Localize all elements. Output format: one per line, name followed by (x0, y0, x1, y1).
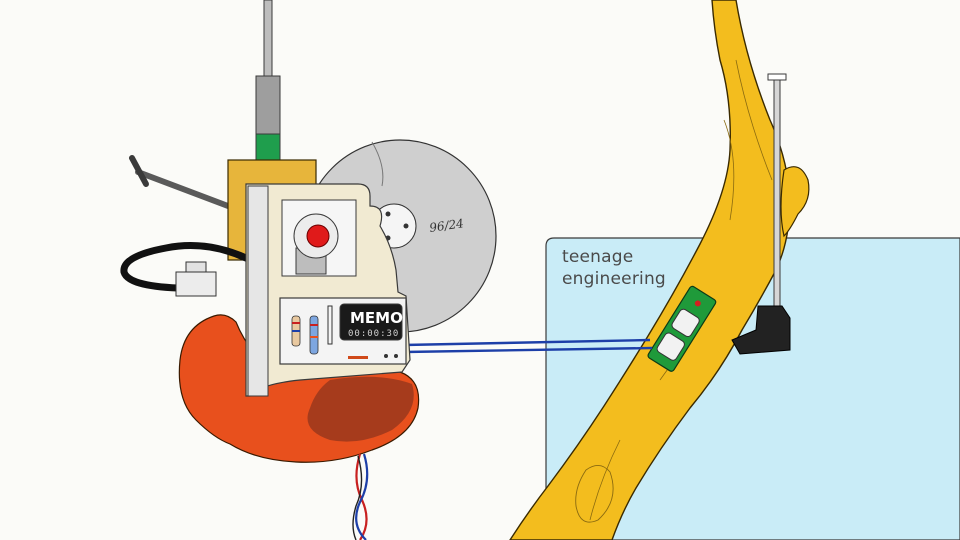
brand-line-1: teenage (562, 247, 634, 267)
brand-line-2: engineering (562, 269, 666, 289)
pcb-board (647, 285, 717, 372)
nail (129, 155, 231, 209)
bottom-wires (352, 453, 369, 540)
antenna-probe (731, 73, 791, 355)
wooden-branch (509, 0, 810, 540)
memo-screen-time: 00:00:30 (348, 329, 399, 339)
control-panel: MEMO 00:00:30 (279, 297, 407, 365)
black-cable (120, 242, 250, 297)
top-probe (255, 0, 281, 165)
memo-display (339, 303, 403, 341)
blue-cables (403, 338, 653, 354)
resistors (291, 315, 319, 355)
disc-label: 96/24 (428, 216, 464, 235)
record-knob[interactable] (306, 224, 330, 248)
memo-screen-title: MEMO (350, 309, 403, 327)
brand-logo: teenage engineering (562, 246, 666, 290)
status-led-bar (348, 356, 368, 359)
